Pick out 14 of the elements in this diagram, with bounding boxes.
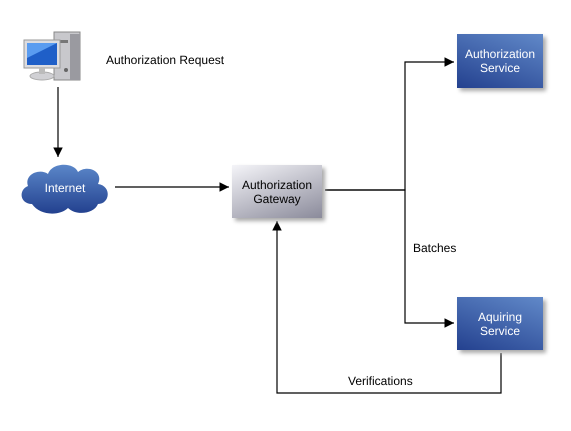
- process-box: [457, 34, 543, 88]
- arrow: [325, 189, 454, 328]
- arrow: [53, 87, 63, 157]
- node-label: Aquiring Service: [476, 310, 524, 338]
- edge-label: Verifications: [347, 374, 414, 388]
- process-box: [457, 297, 543, 350]
- node-label: Authorization Service: [464, 47, 536, 75]
- process-box: [232, 165, 322, 218]
- node-caption: Authorization Request: [105, 53, 226, 67]
- node-label: Internet: [44, 181, 86, 195]
- node-label: Authorization Gateway: [240, 178, 314, 206]
- edge-label: Batches: [412, 241, 458, 255]
- arrow: [272, 221, 502, 394]
- arrow: [115, 182, 229, 192]
